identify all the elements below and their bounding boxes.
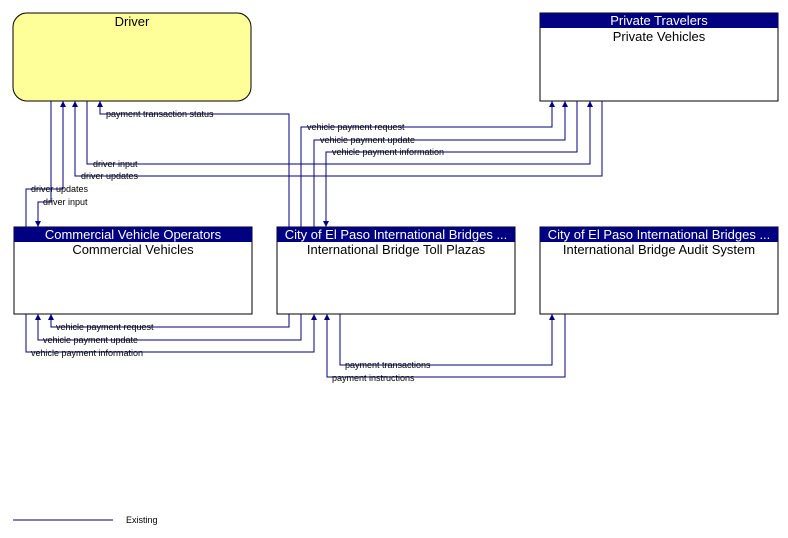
arrow-head-icon: [324, 314, 330, 320]
flow-label: payment instructions: [332, 373, 415, 383]
flow-pv-driver-updates: driver updates: [72, 101, 603, 181]
flow-pv-vehicle-payment-request: vehicle payment request: [300, 101, 555, 227]
driver-box: [12, 12, 252, 102]
flow-payment-instructions: payment instructions: [324, 314, 566, 383]
arrow-head-icon: [72, 101, 78, 107]
commercial-vehicles-header-text: Commercial Vehicle Operators: [45, 227, 222, 242]
audit-system-title: International Bridge Audit System: [563, 242, 755, 257]
node-toll-plazas[interactable]: City of El Paso International Bridges ..…: [276, 226, 516, 315]
node-audit-system[interactable]: City of El Paso International Bridges ..…: [539, 226, 779, 315]
flow-cv-vehicle-payment-information: vehicle payment information: [25, 314, 317, 358]
flow-pv-vehicle-payment-information: vehicle payment information: [323, 101, 578, 227]
toll-plazas-header-text: City of El Paso International Bridges ..…: [285, 227, 508, 242]
flow-label: payment transaction status: [106, 109, 214, 119]
commercial-vehicles-header: [14, 227, 252, 242]
flow-pv-driver-input: driver input: [86, 101, 593, 169]
node-driver[interactable]: Driver: [12, 12, 252, 102]
arrow-head-icon: [549, 314, 555, 320]
arrow-head-icon: [323, 221, 329, 227]
flow-label: payment transactions: [345, 360, 431, 370]
flow-label: vehicle payment update: [320, 135, 415, 145]
flow-label: vehicle payment request: [56, 322, 154, 332]
arrow-head-icon: [35, 314, 41, 320]
legend: Existing: [13, 515, 158, 525]
arrow-head-icon: [48, 314, 54, 320]
flow-payment-transaction-status: payment transaction status: [97, 101, 290, 227]
flow-label: vehicle payment information: [31, 348, 143, 358]
flow-label: driver input: [43, 197, 88, 207]
arrow-head-icon: [97, 101, 103, 107]
private-vehicles-header: [540, 13, 778, 28]
arrow-head-icon: [549, 101, 555, 107]
flow-cv-driver-input: driver input: [35, 101, 88, 227]
arrow-head-icon: [60, 101, 66, 107]
driver-title: Driver: [115, 14, 150, 29]
audit-system-header-text: City of El Paso International Bridges ..…: [548, 227, 771, 242]
private-vehicles-header-text: Private Travelers: [610, 13, 708, 28]
flow-label: vehicle payment information: [332, 147, 444, 157]
flow-label: driver updates: [31, 184, 89, 194]
flow-label: driver updates: [81, 171, 139, 181]
flow-label: vehicle payment update: [43, 335, 138, 345]
arrow-head-icon: [587, 101, 593, 107]
legend-label-existing: Existing: [126, 515, 158, 525]
flow-label: vehicle payment request: [307, 122, 405, 132]
audit-system-header: [540, 227, 778, 242]
flow-cv-vehicle-payment-update: vehicle payment update: [35, 314, 302, 345]
arrow-head-icon: [311, 314, 317, 320]
flow-payment-transactions: payment transactions: [339, 314, 555, 370]
private-vehicles-title: Private Vehicles: [613, 29, 706, 44]
toll-plazas-header: [277, 227, 515, 242]
flow-pv-vehicle-payment-update: vehicle payment update: [313, 101, 568, 227]
arrow-head-icon: [35, 221, 41, 227]
flow-cv-vehicle-payment-request: vehicle payment request: [48, 314, 290, 332]
toll-plazas-title: International Bridge Toll Plazas: [307, 242, 486, 257]
node-commercial-vehicles[interactable]: Commercial Vehicle Operators Commercial …: [13, 226, 253, 315]
commercial-vehicles-title: Commercial Vehicles: [72, 242, 194, 257]
flow-cv-driver-updates: driver updates: [25, 101, 89, 227]
node-private-vehicles[interactable]: Private Travelers Private Vehicles: [539, 12, 779, 102]
arrow-head-icon: [562, 101, 568, 107]
flow-label: driver input: [93, 159, 138, 169]
